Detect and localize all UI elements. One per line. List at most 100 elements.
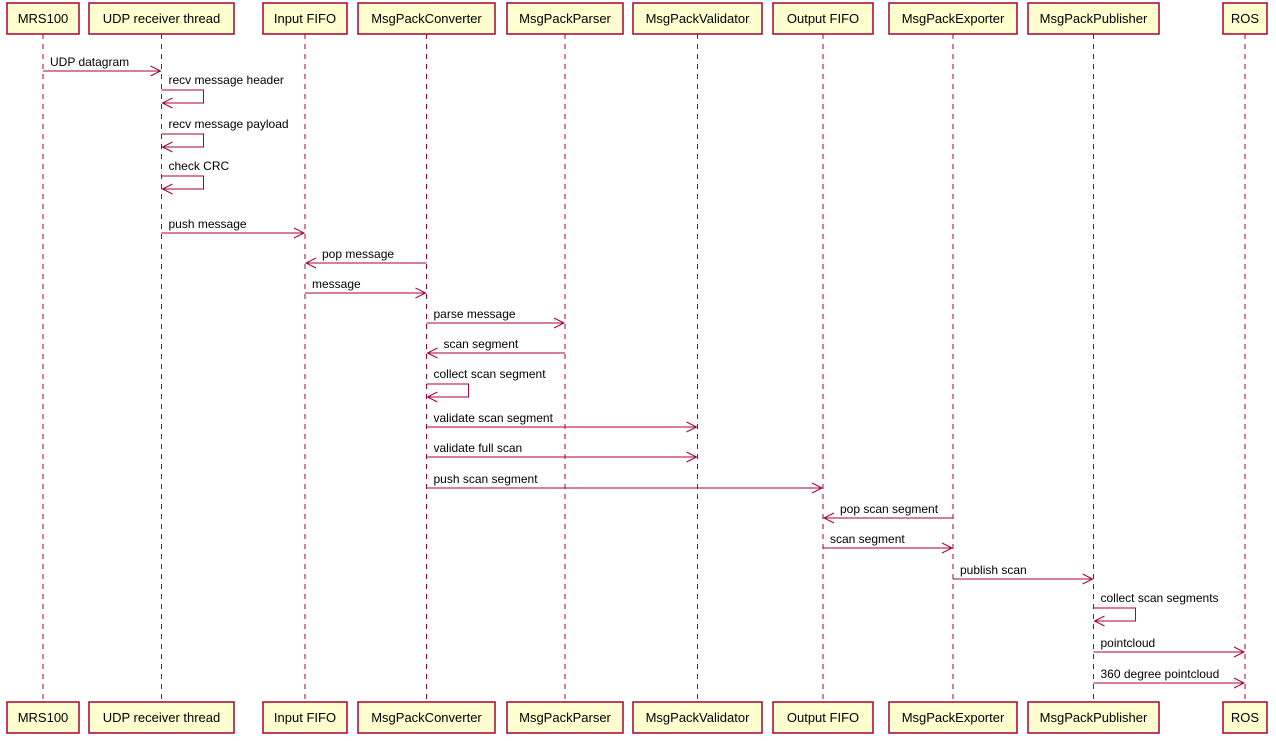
message-10: validate scan segment <box>426 411 698 433</box>
message-label: UDP datagram <box>50 55 129 69</box>
participant-box <box>1027 701 1160 734</box>
participant-box <box>262 2 348 35</box>
message-0: UDP datagram <box>43 55 162 77</box>
message-label: message <box>312 277 361 291</box>
participant-exporter-bottom: MsgPackExporter <box>888 701 1018 734</box>
participant-box <box>357 2 496 35</box>
participant-infifo-bottom: Input FIFO <box>262 701 348 734</box>
arrowhead <box>426 347 438 359</box>
participant-box <box>357 701 496 734</box>
message-label: check CRC <box>169 159 230 173</box>
participant-exporter-top: MsgPackExporter <box>888 2 1018 35</box>
message-12: push scan segment <box>426 472 824 494</box>
message-label: recv message payload <box>169 117 289 131</box>
message-18: 360 degree pointcloud <box>1093 667 1246 689</box>
participant-label: UDP receiver thread <box>103 710 221 725</box>
participant-box <box>888 701 1018 734</box>
message-label: collect scan segment <box>434 367 547 381</box>
participant-box <box>772 2 874 35</box>
participant-box <box>88 701 235 734</box>
arrowhead <box>161 141 173 153</box>
arrowhead <box>686 451 698 463</box>
participant-label: MsgPackParser <box>519 710 611 725</box>
participant-box <box>506 2 624 35</box>
participant-label: Output FIFO <box>787 11 859 26</box>
message-17: pointcloud <box>1093 636 1246 658</box>
participant-label: MsgPackExporter <box>902 710 1005 725</box>
arrowhead <box>1093 615 1105 627</box>
arrowhead <box>822 512 835 524</box>
arrowhead <box>304 257 317 269</box>
arrowhead <box>553 317 566 329</box>
message-label: scan segment <box>830 532 905 546</box>
self-message-line <box>1093 607 1136 622</box>
participant-box <box>506 701 624 734</box>
participant-box <box>1222 701 1268 734</box>
participant-label: MRS100 <box>18 710 69 725</box>
participant-outfifo-bottom: Output FIFO <box>772 701 874 734</box>
self-message-line <box>161 133 204 148</box>
participant-box <box>88 2 235 35</box>
participants-bottom: MRS100 UDP receiver thread Input FIFO MsgPa… <box>6 701 1268 734</box>
participant-parser-bottom: MsgPackParser <box>506 701 624 734</box>
participant-box <box>1222 2 1268 35</box>
message-label: push message <box>169 217 247 231</box>
participant-label: MsgPackConverter <box>371 710 482 725</box>
participant-publisher-top: MsgPackPublisher <box>1027 2 1160 35</box>
arrowhead <box>686 421 698 433</box>
arrowhead <box>811 482 824 494</box>
participant-conv-bottom: MsgPackConverter <box>357 701 496 734</box>
participant-infifo-top: Input FIFO <box>262 2 348 35</box>
arrowhead <box>161 183 173 195</box>
message-2: recv message payload <box>161 117 289 153</box>
self-message-line <box>426 383 469 398</box>
message-label: recv message header <box>169 73 284 87</box>
arrowhead <box>1082 573 1094 585</box>
messages: UDP datagram recv message header recv mess… <box>43 55 1246 689</box>
message-6: message <box>305 277 427 299</box>
participant-box <box>888 2 1018 35</box>
participant-label: ROS <box>1231 11 1260 26</box>
message-label: validate scan segment <box>434 411 554 425</box>
participant-box <box>262 701 348 734</box>
arrowhead <box>161 97 173 109</box>
message-14: scan segment <box>823 532 954 554</box>
participant-label: Output FIFO <box>787 710 859 725</box>
message-label: 360 degree pointcloud <box>1101 667 1220 681</box>
message-5: pop message <box>304 247 427 269</box>
participant-label: Input FIFO <box>274 710 336 725</box>
message-label: pop scan segment <box>840 502 939 516</box>
participant-publisher-bottom: MsgPackPublisher <box>1027 701 1160 734</box>
participant-label: MRS100 <box>18 11 69 26</box>
message-13: pop scan segment <box>822 502 953 524</box>
message-16: collect scan segments <box>1093 591 1219 627</box>
participant-mrs100-bottom: MRS100 <box>6 701 80 734</box>
participant-parser-top: MsgPackParser <box>506 2 624 35</box>
arrowhead <box>941 542 954 554</box>
participant-label: UDP receiver thread <box>103 11 221 26</box>
participant-label: ROS <box>1231 710 1260 725</box>
participants-top: MRS100 UDP receiver thread Input FIFO MsgPa… <box>6 2 1268 35</box>
message-8: scan segment <box>426 337 565 359</box>
message-label: collect scan segments <box>1101 591 1219 605</box>
arrowhead <box>426 391 438 403</box>
arrowhead <box>1233 677 1246 689</box>
participant-label: MsgPackConverter <box>371 11 482 26</box>
self-message-line <box>161 175 204 190</box>
participant-udp-top: UDP receiver thread <box>88 2 235 35</box>
participant-ros-top: ROS <box>1222 2 1268 35</box>
participant-validator-top: MsgPackValidator <box>632 2 763 35</box>
message-15: publish scan <box>953 563 1094 585</box>
message-9: collect scan segment <box>426 367 547 403</box>
message-label: pop message <box>322 247 394 261</box>
message-3: check CRC <box>161 159 230 195</box>
participant-label: MsgPackParser <box>519 11 611 26</box>
participant-box <box>6 2 80 35</box>
participant-box <box>1027 2 1160 35</box>
participant-udp-bottom: UDP receiver thread <box>88 701 235 734</box>
message-label: parse message <box>434 307 516 321</box>
participant-box <box>772 701 874 734</box>
message-11: validate full scan <box>426 441 698 463</box>
message-1: recv message header <box>161 73 284 109</box>
